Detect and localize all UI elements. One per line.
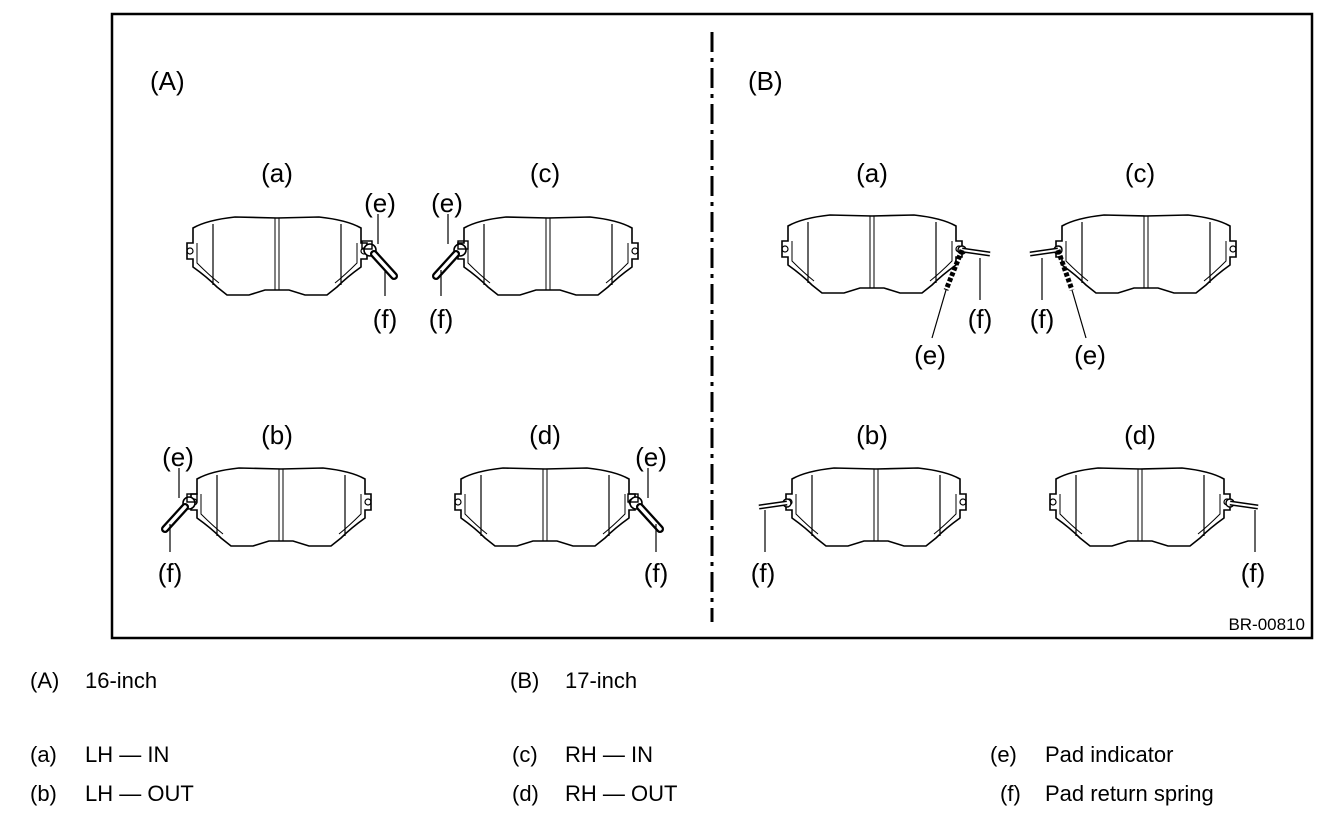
callout-e-d-16: (e) <box>635 442 667 472</box>
legend-item-lh-out: (b) LH — OUT <box>30 781 194 807</box>
callout-e-c-16: (e) <box>431 188 463 218</box>
legend-key: (c) <box>512 742 538 767</box>
panel-label-a: (A) <box>150 66 185 96</box>
return-spring-b-17 <box>759 499 791 507</box>
legend-item-pad-indicator: (e) Pad indicator <box>990 742 1173 768</box>
return-spring-b-16 <box>165 494 197 529</box>
legend-item-lh-in: (a) LH — IN <box>30 742 169 768</box>
callout-f-c-16: (f) <box>429 304 454 334</box>
callout-f-c-17: (f) <box>1030 304 1055 334</box>
callout-e-a-17: (e) <box>914 340 946 370</box>
brake-pad-diagram: (A) (B) (a) (e) (f) (c) (e) (f) (b) (e) … <box>110 12 1314 640</box>
legend-key: (a) <box>30 742 57 767</box>
legend-text: 17-inch <box>565 668 638 693</box>
pad-label-d-17: (d) <box>1124 420 1156 450</box>
legend-text: LH — OUT <box>85 781 194 806</box>
legend-item-a: (A) 16-inch <box>30 668 157 694</box>
pad-label-b-17: (b) <box>856 420 888 450</box>
legend-item-return-spring: (f) Pad return spring <box>1000 781 1214 807</box>
pad-label-a-17: (a) <box>856 158 888 188</box>
callout-e-a-16: (e) <box>364 188 396 218</box>
pad-label-a-16: (a) <box>261 158 293 188</box>
callout-f-b-16: (f) <box>158 558 183 588</box>
callout-f-a-16: (f) <box>373 304 398 334</box>
brake-pad-c-17 <box>1055 214 1237 294</box>
brake-pad-b-16 <box>190 467 372 547</box>
legend-text: 16-inch <box>85 668 158 693</box>
legend-key: (f) <box>1000 781 1021 806</box>
return-spring-d-17 <box>1226 499 1258 507</box>
brake-pad-c-16 <box>457 216 639 296</box>
pad-label-d-16: (d) <box>529 420 561 450</box>
legend-item-rh-in: (c) RH — IN <box>512 742 653 768</box>
callout-f-d-16: (f) <box>644 558 669 588</box>
pad-label-c-16: (c) <box>530 158 560 188</box>
reference-code: BR-00810 <box>1228 615 1305 634</box>
legend-item-b: (B) 17-inch <box>510 668 637 694</box>
callout-f-a-17: (f) <box>968 304 993 334</box>
callout-e-b-16: (e) <box>162 442 194 472</box>
return-spring-d-16 <box>628 494 660 529</box>
brake-pad-d-16 <box>454 467 636 547</box>
legend-key: (A) <box>30 668 60 693</box>
legend-text: Pad return spring <box>1045 781 1214 806</box>
pad-label-c-17: (c) <box>1125 158 1155 188</box>
pad-label-b-16: (b) <box>261 420 293 450</box>
legend-key: (B) <box>510 668 540 693</box>
legend-text: RH — IN <box>565 742 653 767</box>
figure-frame <box>110 12 1314 640</box>
legend-text: LH — IN <box>85 742 170 767</box>
legend-key: (e) <box>990 742 1017 767</box>
legend-item-rh-out: (d) RH — OUT <box>512 781 677 807</box>
legend-key: (d) <box>512 781 539 806</box>
brake-pad-a-16 <box>186 216 368 296</box>
legend-text: Pad indicator <box>1045 742 1174 767</box>
brake-pad-d-17 <box>1049 467 1231 547</box>
callout-f-d-17: (f) <box>1241 558 1266 588</box>
legend-text: RH — OUT <box>565 781 678 806</box>
panel-label-b: (B) <box>748 66 783 96</box>
legend-key: (b) <box>30 781 57 806</box>
brake-pad-a-17 <box>781 214 963 294</box>
callout-f-b-17: (f) <box>751 558 776 588</box>
brake-pad-b-17 <box>785 467 967 547</box>
callout-e-c-17: (e) <box>1074 340 1106 370</box>
